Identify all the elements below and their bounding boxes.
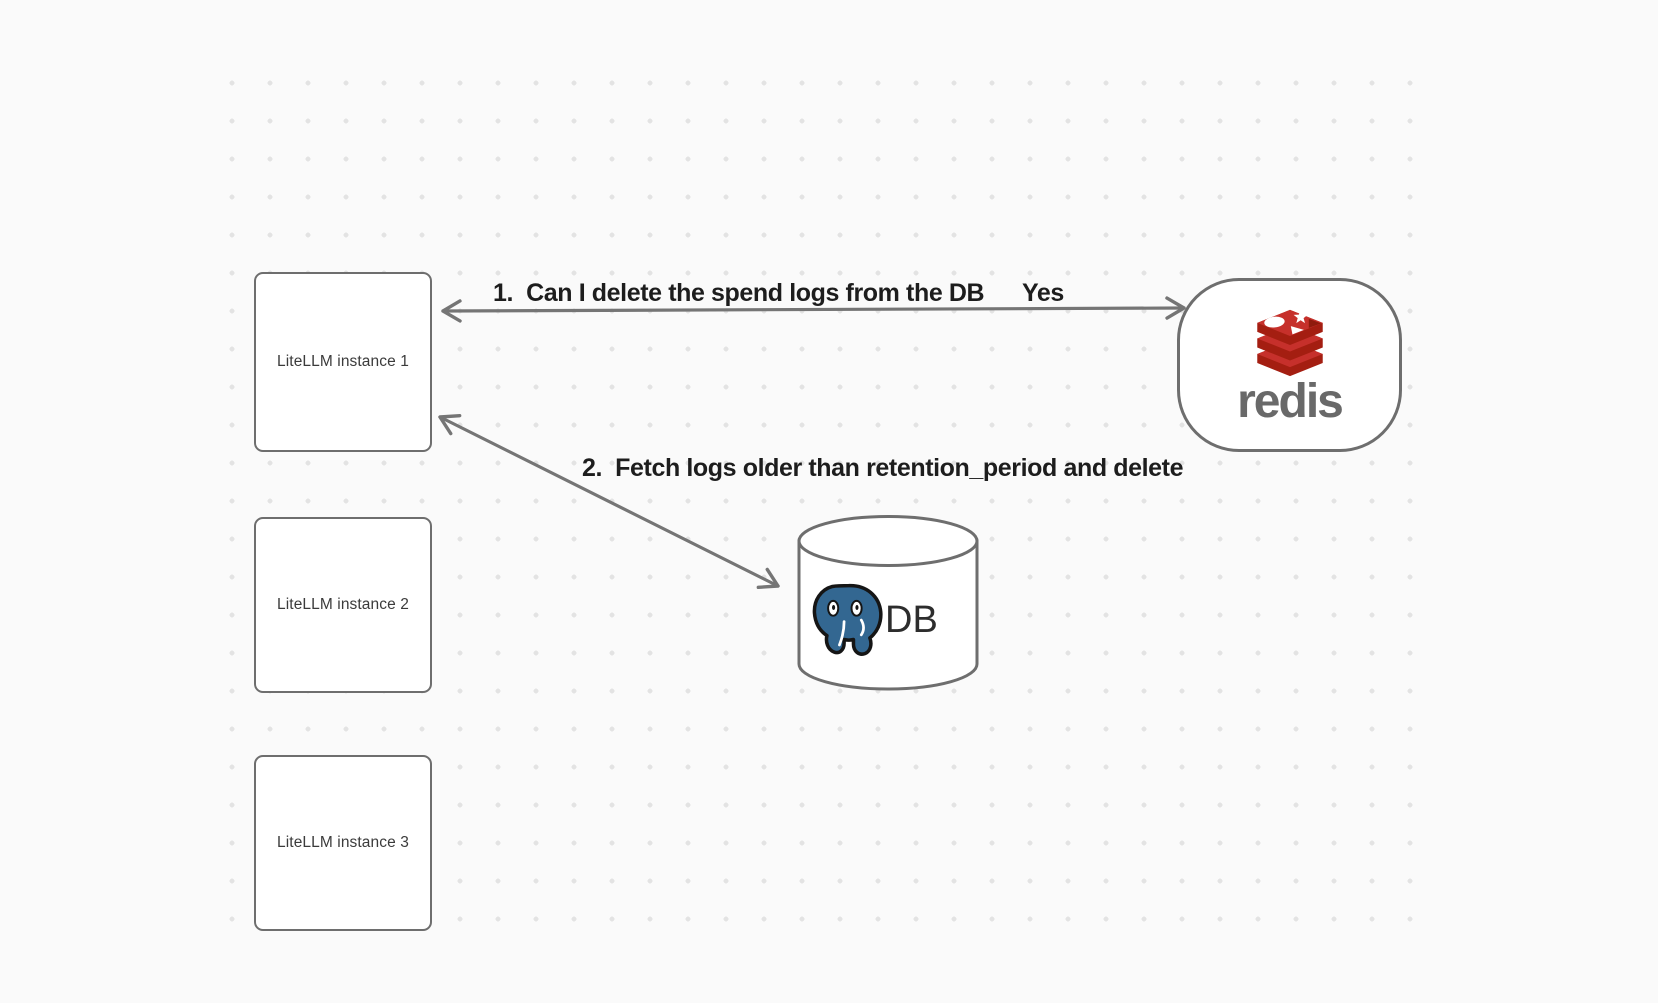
- arrow1-label[interactable]: 1. Can I delete the spend logs from the …: [493, 279, 985, 307]
- node-label: LiteLLM instance 2: [277, 596, 409, 613]
- redis-wordmark: redis: [1237, 374, 1344, 428]
- database-cylinder-icon: [797, 515, 979, 691]
- postgresql-elephant-icon: [812, 583, 883, 656]
- arrow1-response-label[interactable]: Yes: [1022, 279, 1064, 307]
- node-redis[interactable]: redis: [1177, 278, 1402, 452]
- node-litellm-instance-1[interactable]: LiteLLM instance 1: [254, 272, 432, 452]
- db-label: DB: [885, 598, 938, 641]
- arrow2-label[interactable]: 2. Fetch logs older than retention_perio…: [582, 454, 1184, 482]
- node-db[interactable]: DB: [796, 514, 980, 694]
- node-label: LiteLLM instance 3: [277, 834, 409, 851]
- node-litellm-instance-3[interactable]: LiteLLM instance 3: [254, 755, 432, 931]
- node-label: LiteLLM instance 1: [277, 353, 409, 370]
- node-litellm-instance-2[interactable]: LiteLLM instance 2: [254, 517, 432, 693]
- redis-logo-icon: [1256, 309, 1323, 376]
